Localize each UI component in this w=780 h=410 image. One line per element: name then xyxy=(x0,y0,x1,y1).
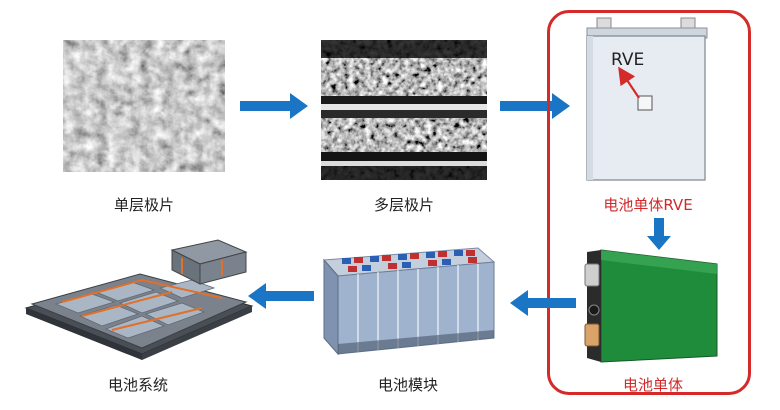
battery-system-label: 电池系统 xyxy=(107,376,168,394)
rve-inset-label: RVE xyxy=(611,50,645,70)
arrow-down-icon xyxy=(647,218,671,252)
battery-system-image xyxy=(22,236,254,360)
battery-module-image xyxy=(318,238,498,360)
arrow-left-icon xyxy=(248,283,314,309)
arrow-right-icon xyxy=(240,93,310,119)
cell-rve-image xyxy=(583,16,713,184)
arrow-left-icon xyxy=(510,290,576,316)
battery-module-label: 电池模块 xyxy=(377,376,438,394)
battery-cell-image xyxy=(583,244,723,366)
multi-layer-electrode-label: 多层极片 xyxy=(373,196,434,214)
single-layer-electrode-label: 单层极片 xyxy=(113,196,174,214)
cell-rve-label: 电池单体RVE xyxy=(603,196,693,214)
highlight-frame xyxy=(547,10,751,395)
battery-cell-label: 电池单体 xyxy=(622,376,683,394)
arrow-right-icon xyxy=(500,93,572,119)
single-layer-electrode-image xyxy=(63,40,225,172)
multi-layer-electrode-image xyxy=(321,40,487,180)
